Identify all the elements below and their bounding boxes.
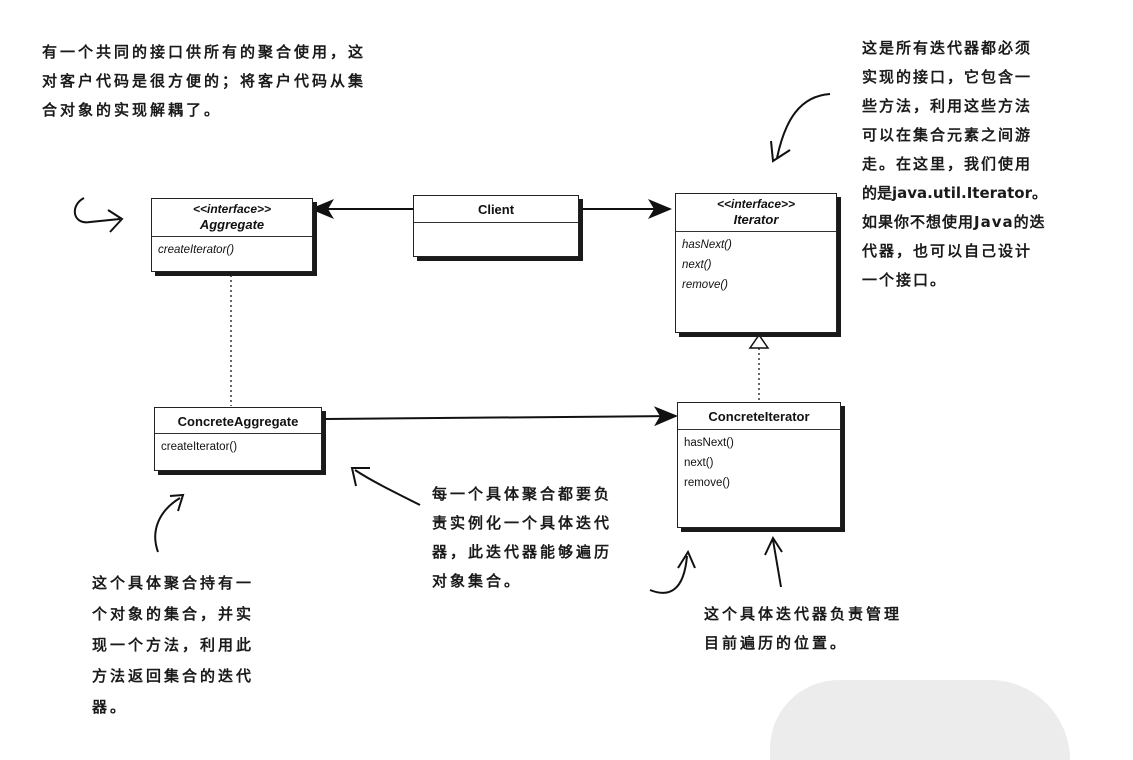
note-line: 代器，也可以自己设计 [862,242,1033,260]
note-line: 方法返回集合的迭代 [92,667,255,685]
note-line: 如果你不想使用Java的迭 [862,213,1046,231]
note-line: 这是所有迭代器都必须 [862,39,1033,57]
note-top-left: 有一个共同的接口供所有的聚合使用，这 对客户代码是很方便的；将客户代码从集 合对… [42,38,442,125]
class-iterator: <<interface>> Iterator hasNext() next() … [675,193,837,333]
note-line: 每一个具体聚合都要负 [432,485,613,503]
note-line: 可以在集合元素之间游 [862,126,1033,144]
note-middle: 每一个具体聚合都要负 责实例化一个具体迭代 器，此迭代器能够遍历 对象集合。 [432,480,662,596]
operation: createIterator() [161,441,238,453]
note-line: 目前遍历的位置。 [704,634,849,652]
diagram-connectors [74,93,831,594]
class-iterator-header: <<interface>> Iterator [676,194,836,232]
note-bottom-left: 这个具体聚合持有一 个对象的集合，并实 现一个方法，利用此 方法返回集合的迭代 … [92,568,302,723]
note-line: 对客户代码是很方便的；将客户代码从集 [42,72,367,90]
operation: next() [682,259,712,271]
class-aggregate: <<interface>> Aggregate createIterator() [151,198,313,272]
note-line: 走。在这里，我们使用 [862,155,1033,173]
hand-arrow-middle [350,467,421,506]
note-line: 一个接口。 [862,271,948,289]
class-client: Client [413,195,579,257]
class-name: Client [477,202,515,217]
note-line: 对象集合。 [432,572,523,590]
operation: createIterator() [158,244,235,256]
note-line: 现一个方法，利用此 [92,636,255,654]
watermark-shape [770,680,1070,760]
class-concrete-aggregate-header: ConcreteAggregate [155,408,321,434]
note-line: 个对象的集合，并实 [92,605,255,623]
hand-arrow-to-iterator [770,93,831,163]
stereotype-label: <<interface>> [716,197,796,211]
operation: next() [684,457,714,469]
note-line: 器，此迭代器能够遍历 [432,543,613,561]
class-concrete-aggregate: ConcreteAggregate createIterator() [154,407,322,471]
class-name: ConcreteAggregate [177,414,299,429]
note-line: 实现的接口，它包含一 [862,68,1033,86]
note-line: 这个具体聚合持有一 [92,574,255,592]
hand-arrow-to-concreteiterator-left [649,549,696,594]
operations: createIterator() [152,237,312,263]
operation: hasNext() [684,437,734,449]
operation: remove() [684,477,731,489]
operations: createIterator() [155,434,321,460]
class-client-header: Client [414,196,578,223]
note-line: 合对象的实现解耦了。 [42,101,223,119]
operation: hasNext() [682,239,732,251]
note-line: 有一个共同的接口供所有的聚合使用，这 [42,43,367,61]
note-line: 这个具体迭代器负责管理 [704,605,903,623]
hand-arrow-to-concreteiterator-bottom [764,535,783,588]
operations: hasNext() next() remove() [678,430,840,496]
note-line: 些方法，利用这些方法 [862,97,1033,115]
class-name: ConcreteIterator [708,409,810,424]
note-line: 的是java.util.Iterator。 [862,184,1048,202]
association-concreteaggregate-concreteiterator [325,406,678,427]
note-line: 器。 [92,698,129,716]
note-bottom-right: 这个具体迭代器负责管理 目前遍历的位置。 [704,600,964,658]
operations: hasNext() next() remove() [676,232,836,298]
class-name: Aggregate [199,217,265,232]
class-concrete-iterator-header: ConcreteIterator [678,403,840,430]
class-name: Iterator [733,212,779,227]
operation: remove() [682,279,729,291]
realization-triangle-iterator [748,333,770,349]
note-top-right: 这是所有迭代器都必须 实现的接口，它包含一 些方法，利用这些方法 可以在集合元素… [862,34,1132,295]
class-aggregate-header: <<interface>> Aggregate [152,199,312,237]
class-concrete-iterator: ConcreteIterator hasNext() next() remove… [677,402,841,528]
hand-arrow-to-aggregate [74,197,124,233]
note-line: 责实例化一个具体迭代 [432,514,613,532]
hand-arrow-to-concreteaggregate [154,493,185,553]
stereotype-label: <<interface>> [192,202,272,216]
